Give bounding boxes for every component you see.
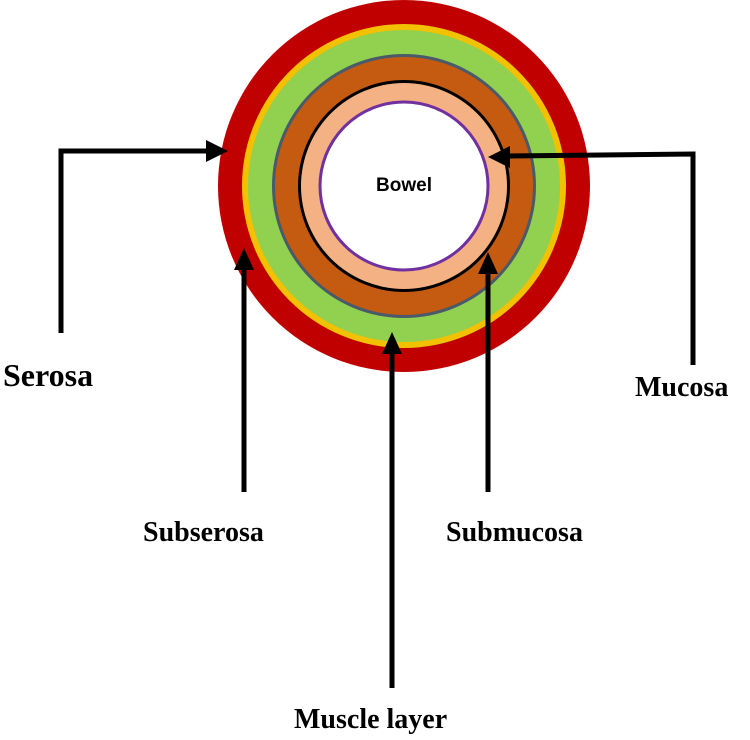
muscle-layer-pointer	[382, 332, 402, 688]
submucosa-pointer	[478, 252, 498, 492]
muscle-layer-label: Muscle layer	[294, 704, 447, 735]
submucosa-label: Submucosa	[446, 517, 583, 548]
serosa-pointer	[58, 140, 228, 333]
mucosa-pointer	[488, 146, 696, 365]
serosa-label: Serosa	[3, 357, 93, 393]
mucosa-label: Mucosa	[635, 372, 728, 403]
bowel-label: Bowel	[376, 175, 432, 196]
subserosa-pointer	[234, 248, 254, 492]
bowel-cross-section: Bowel	[218, 0, 590, 372]
subserosa-label: Subserosa	[143, 517, 264, 548]
bowel-lumen	[318, 100, 490, 272]
